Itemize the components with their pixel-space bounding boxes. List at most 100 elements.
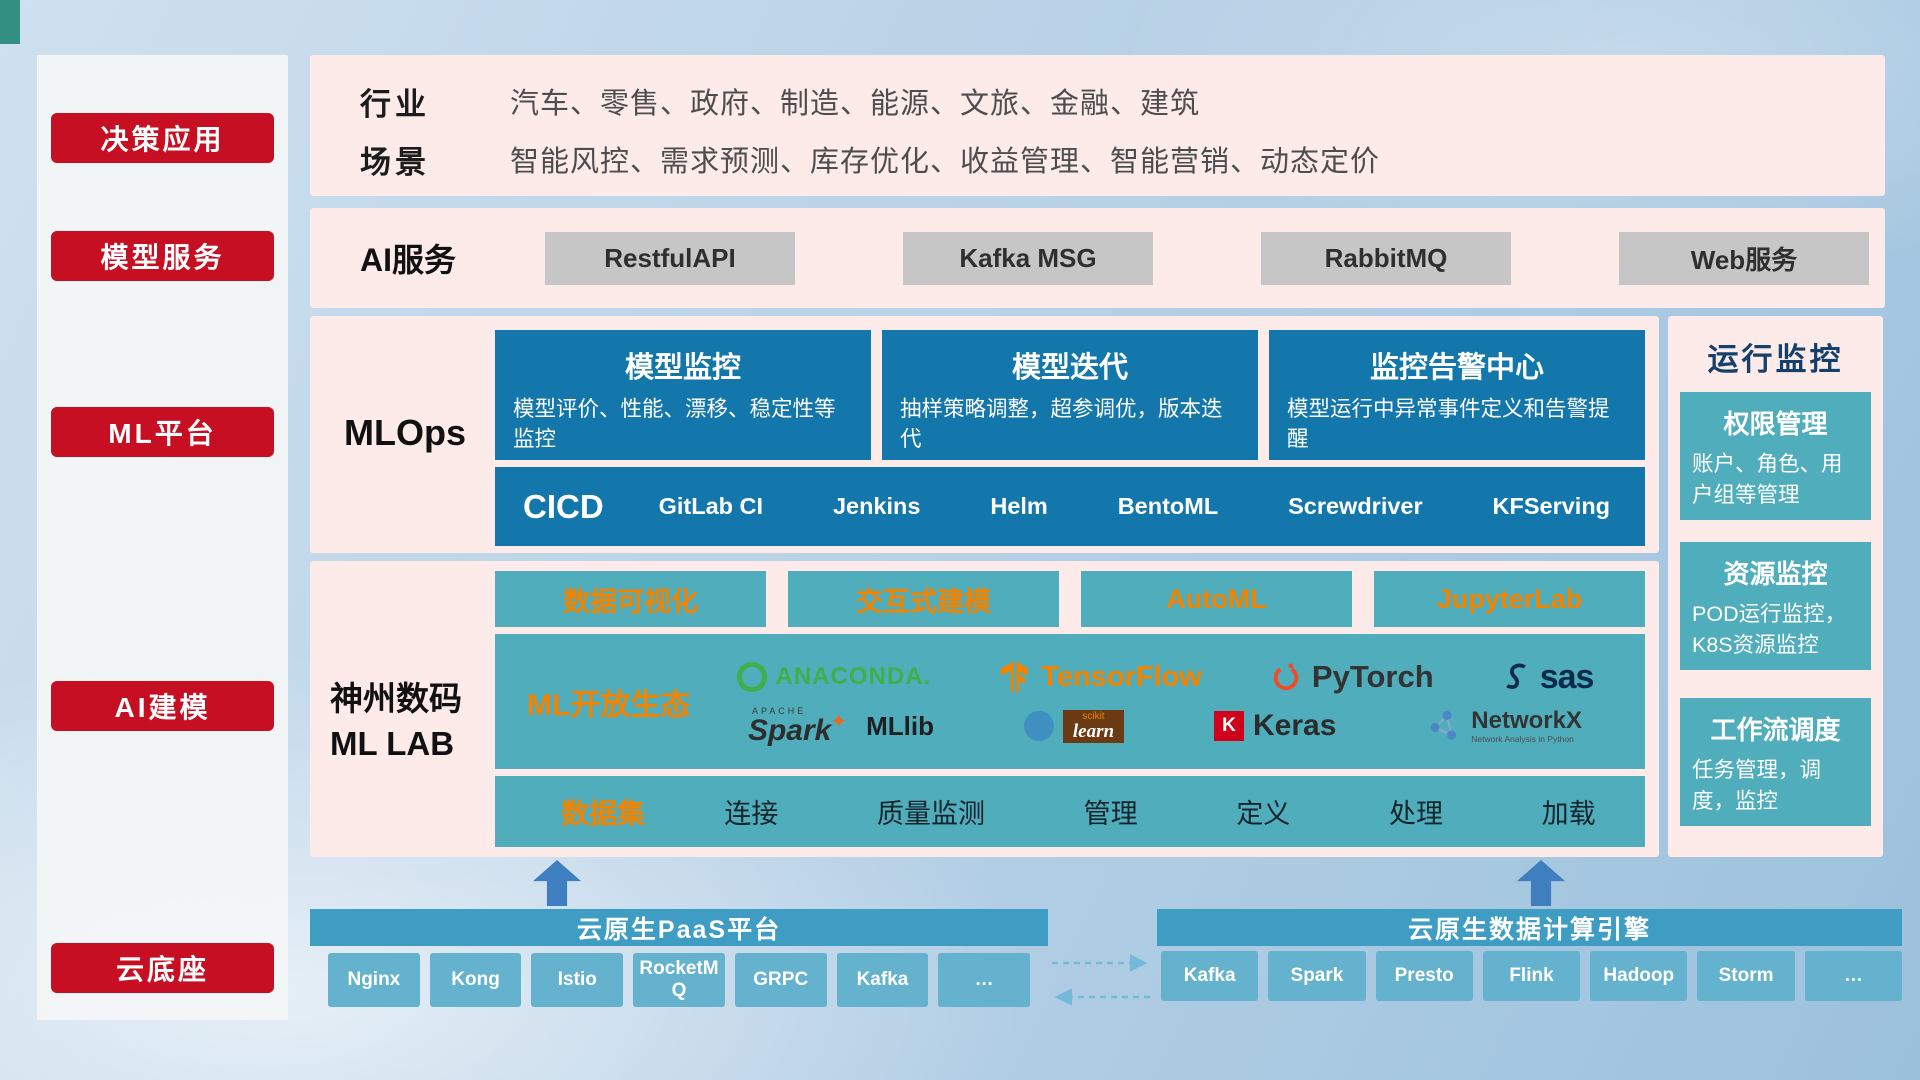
ml-lab-label-line1: 神州数码 — [330, 680, 462, 717]
tensorflow-wordmark: TensorFlow — [1041, 660, 1202, 693]
kong-chip: Kong — [429, 953, 522, 1007]
ml-lab-label-line2: ML LAB — [330, 724, 455, 762]
more-chip: … — [938, 953, 1031, 1007]
card-desc: 模型评价、性能、漂移、稳定性等监控 — [513, 397, 836, 452]
runtime-monitor-title: 运行监控 — [1707, 342, 1844, 377]
card-title: 资源监控 — [1723, 559, 1828, 589]
eco-label: ML开放生态 — [527, 688, 691, 722]
data-engine-bar: 云原生数据计算引擎 — [1157, 909, 1902, 946]
logo-row-1: ANACONDA. TensorFlow PyTorch sas — [703, 658, 1627, 697]
tensorflow-icon — [1001, 661, 1029, 693]
spark-star-icon: ✦ — [830, 710, 848, 733]
hadoop-chip: Hadoop — [1590, 951, 1688, 1001]
card-desc: 模型运行中异常事件定义和告警提醒 — [1287, 397, 1610, 452]
keras-k-icon: K — [1213, 711, 1244, 741]
card-desc: 账户、角色、用户组等管理 — [1692, 452, 1843, 507]
dataset-items: 连接 质量监测 管理 定义 处理 加载 — [675, 792, 1645, 831]
card-desc: 任务管理，调度，监控 — [1692, 758, 1822, 813]
card-title: 监控告警中心 — [1369, 352, 1544, 384]
screwdriver-item: Screwdriver — [1288, 493, 1423, 519]
rail-item-cloud-base: 云底座 — [51, 943, 274, 993]
networkx-graph-icon — [1430, 711, 1457, 740]
automl-box: AutoML — [1081, 571, 1352, 627]
scikit-label: scikit — [1082, 710, 1105, 722]
ml-lab-label: 神州数码 ML LAB — [330, 677, 462, 766]
rail-item-ai-modeling: AI建模 — [51, 681, 274, 731]
kfserving-item: KFServing — [1492, 493, 1611, 519]
pytorch-logo: PyTorch — [1269, 659, 1434, 695]
scikit-learn-badge: scikit learn — [1062, 709, 1125, 743]
engine-components: Kafka Spark Presto Flink Hadoop Storm … — [1161, 951, 1902, 1001]
resource-monitor-card: 资源监控 POD运行监控，K8S资源监控 — [1680, 542, 1871, 671]
networkx-subtitle: Network Analysis in Python — [1471, 733, 1574, 744]
apache-label: APACHE — [751, 705, 807, 716]
jenkins-item: Jenkins — [832, 493, 921, 519]
kafka-chip: Kafka — [836, 953, 929, 1007]
dataset-item-connect: 连接 — [724, 799, 779, 829]
ml-lab-tools: 数据可视化 交互式建模 AutoML JupyterLab — [495, 571, 1645, 627]
learn-label: learn — [1072, 720, 1115, 742]
scenario-list: 智能风控、需求预测、库存优化、收益管理、智能营销、动态定价 — [510, 146, 1381, 178]
card-title: 权限管理 — [1723, 409, 1828, 439]
cicd-bar: CICD GitLab CI Jenkins Helm BentoML Scre… — [495, 467, 1645, 546]
anaconda-wordmark: ANACONDA. — [775, 663, 932, 690]
dataset-bar: 数据集 连接 质量监测 管理 定义 处理 加载 — [495, 776, 1645, 847]
mlops-cards: 模型监控 模型评价、性能、漂移、稳定性等监控 模型迭代 抽样策略调整，超参调优，… — [495, 330, 1645, 460]
more-engine-chip: … — [1804, 951, 1902, 1001]
permission-mgmt-card: 权限管理 账户、角色、用户组等管理 — [1680, 392, 1871, 521]
spark-mllib-logo: APACHE Spark ✦ MLlib — [747, 705, 934, 747]
sas-wordmark: sas — [1539, 657, 1595, 696]
anaconda-logo: ANACONDA. — [736, 662, 932, 692]
istio-chip: Istio — [531, 953, 624, 1007]
scikit-learn-logo: scikit learn — [1023, 709, 1125, 743]
mlops-panel: MLOps 模型监控 模型评价、性能、漂移、稳定性等监控 模型迭代 抽样策略调整… — [310, 316, 1659, 553]
anaconda-ring-icon — [736, 662, 767, 692]
scikit-circle-icon — [1023, 711, 1054, 741]
industry-scenario-panel: 行业 汽车、零售、政府、制造、能源、文旅、金融、建筑 场景 智能风控、需求预测、… — [310, 55, 1885, 196]
jupyterlab-box: JupyterLab — [1374, 571, 1645, 627]
card-title: 模型迭代 — [1011, 352, 1128, 384]
kafka-engine-chip: Kafka — [1161, 951, 1259, 1001]
helm-item: Helm — [990, 493, 1048, 519]
grpc-chip: GRPC — [734, 953, 827, 1007]
card-desc: 抽样策略调整，超参调优，版本迭代 — [900, 397, 1223, 452]
cicd-label: CICD — [523, 487, 604, 525]
paas-platform-bar: 云原生PaaS平台 — [310, 909, 1048, 946]
rail-item-ml-platform: ML平台 — [51, 407, 274, 457]
up-arrow-paas — [533, 860, 581, 906]
rabbitmq-box: RabbitMQ — [1261, 231, 1511, 285]
dataset-item-define: 定义 — [1236, 799, 1291, 829]
ml-open-ecosystem: ML开放生态 ANACONDA. TensorFlow PyTorch — [495, 634, 1645, 769]
presto-chip: Presto — [1375, 951, 1473, 1001]
eco-logos: ANACONDA. TensorFlow PyTorch sas — [703, 634, 1645, 769]
web-service-box: Web服务 — [1619, 231, 1869, 285]
kafka-msg-box: Kafka MSG — [903, 231, 1153, 285]
flink-chip: Flink — [1482, 951, 1581, 1001]
model-iteration-card: 模型迭代 抽样策略调整，超参调优，版本迭代 — [882, 330, 1258, 460]
scenario-label: 场景 — [360, 144, 430, 180]
corner-accent — [0, 0, 20, 44]
keras-wordmark: Keras — [1252, 709, 1337, 742]
pytorch-wordmark: PyTorch — [1311, 659, 1434, 694]
dataset-item-manage: 管理 — [1083, 799, 1138, 829]
restfulapi-box: RestfulAPI — [545, 231, 795, 285]
dataset-item-quality: 质量监测 — [877, 799, 985, 829]
industry-label: 行业 — [360, 86, 430, 122]
tensorflow-logo: TensorFlow — [998, 660, 1202, 694]
spark-chip: Spark — [1268, 951, 1366, 1001]
cicd-items: GitLab CI Jenkins Helm BentoML Screwdriv… — [624, 493, 1645, 520]
mllib-wordmark: MLlib — [866, 710, 934, 741]
storm-chip: Storm — [1697, 951, 1795, 1001]
alert-center-card: 监控告警中心 模型运行中异常事件定义和告警提醒 — [1269, 330, 1645, 460]
rail-item-decision-apps: 决策应用 — [51, 113, 274, 163]
ml-lab-panel: 神州数码 ML LAB 数据可视化 交互式建模 AutoML JupyterLa… — [310, 561, 1659, 857]
workflow-scheduler-card: 工作流调度 任务管理，调度，监控 — [1680, 698, 1871, 827]
networkx-wordmark: NetworkX — [1471, 707, 1582, 735]
ai-service-buttons: RestfulAPI Kafka MSG RabbitMQ Web服务 — [545, 231, 1869, 285]
left-rail: 决策应用 模型服务 ML平台 AI建模 云底座 — [37, 55, 288, 1020]
spark-wordmark: Spark — [747, 713, 832, 747]
logo-row-2: APACHE Spark ✦ MLlib scikit learn — [703, 705, 1627, 747]
bentoml-item: BentoML — [1117, 493, 1219, 519]
sas-swirl-icon — [1506, 663, 1526, 689]
interactive-modeling-box: 交互式建模 — [788, 571, 1059, 627]
